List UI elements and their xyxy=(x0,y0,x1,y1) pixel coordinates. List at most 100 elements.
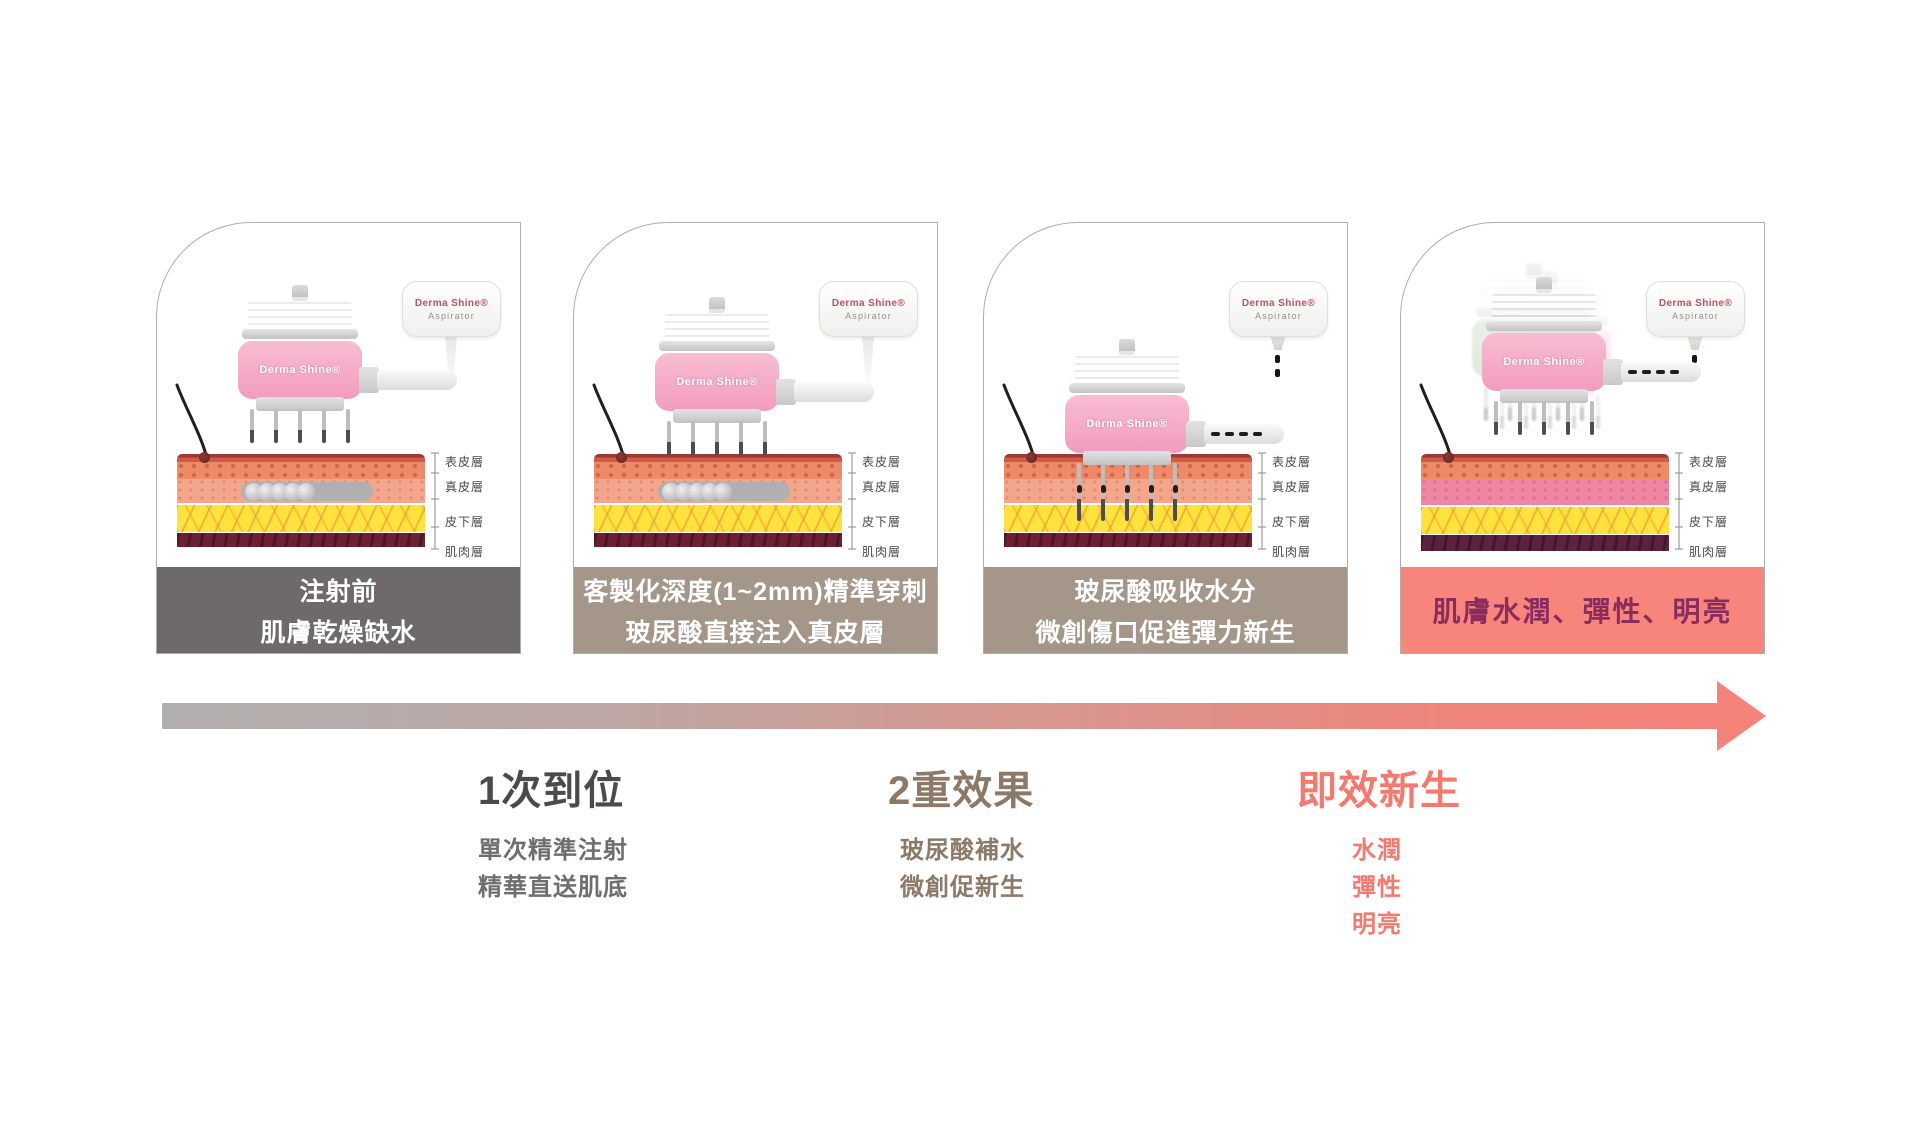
device-collar xyxy=(673,409,761,423)
label-subcutaneous: 皮下層 xyxy=(445,515,485,529)
needle xyxy=(1542,401,1546,435)
muscle-layer xyxy=(1421,535,1669,551)
benefit-block-one-step: 1次到位 單次精準注射 精華直送肌底 xyxy=(478,758,628,906)
device-tag: Derma Shine® Aspirator xyxy=(1646,281,1745,337)
muscle-layer xyxy=(1004,533,1252,547)
device-pink-band: Derma Shine® xyxy=(655,353,779,411)
injection-dot xyxy=(1101,485,1106,493)
label-epidermis: 表皮層 xyxy=(1689,455,1729,469)
panel-caption: 玻尿酸吸收水分 微創傷口促進彈力新生 xyxy=(984,567,1347,653)
suction-dash xyxy=(1253,432,1262,436)
label-epidermis: 表皮層 xyxy=(862,455,902,469)
needle xyxy=(274,409,278,443)
suction-tube xyxy=(794,382,874,402)
benefit-heading: 即效新生 xyxy=(1297,769,1461,813)
needle xyxy=(715,421,719,455)
hair-icon xyxy=(1002,383,1036,461)
needle xyxy=(691,421,695,455)
benefit-line: 玻尿酸補水 xyxy=(900,837,1025,864)
device-tag: Derma Shine® Aspirator xyxy=(1229,281,1328,337)
benefit-line: 精華直送肌底 xyxy=(478,874,628,901)
benefit-heading: 1次到位 xyxy=(478,769,625,813)
needle xyxy=(1518,401,1522,435)
device-cap-lip xyxy=(659,341,775,351)
needle xyxy=(298,409,302,443)
device-collar xyxy=(256,397,344,411)
label-dermis: 真皮層 xyxy=(1272,480,1312,494)
brand-logo-text: Derma Shine® xyxy=(676,376,758,388)
needle xyxy=(1566,401,1570,435)
caption-line: 注射前 xyxy=(299,577,378,606)
device-model-text: Aspirator xyxy=(1672,310,1719,321)
progress-arrow-head-icon xyxy=(1717,681,1766,751)
panel-card-absorption: Derma Shine® Aspirator Derma Shine® xyxy=(983,222,1348,654)
tube-connector xyxy=(1603,359,1623,385)
injection-dot xyxy=(1173,485,1178,493)
device-cap-lip xyxy=(1069,383,1185,393)
muscle-layer xyxy=(177,533,425,547)
label-muscle: 肌肉層 xyxy=(445,545,485,559)
epidermis-layer xyxy=(594,462,842,479)
device-model-text: Aspirator xyxy=(428,310,475,321)
dry-bubbles xyxy=(241,482,373,501)
pore xyxy=(616,452,627,463)
benefit-block-instant-renewal: 即效新生 水潤 彈性 明亮 xyxy=(1297,758,1461,943)
needle xyxy=(250,409,254,443)
device-cap xyxy=(1075,351,1179,387)
needle xyxy=(322,409,326,443)
skin-surface xyxy=(594,454,842,462)
device-model-text: Aspirator xyxy=(1255,310,1302,321)
panel-caption: 注射前 肌膚乾燥缺水 xyxy=(157,567,520,653)
label-subcutaneous: 皮下層 xyxy=(1689,515,1729,529)
epidermis-layer xyxy=(1421,462,1669,479)
pore xyxy=(1026,452,1037,463)
brand-logo-text: Derma Shine® xyxy=(1658,297,1733,309)
device-pink-band: Derma Shine® xyxy=(1482,333,1606,391)
device-cap xyxy=(665,309,769,345)
device-cap xyxy=(1492,289,1596,325)
device-collar xyxy=(1083,451,1171,465)
skin-cross-section xyxy=(1421,454,1669,551)
label-subcutaneous: 皮下層 xyxy=(862,515,902,529)
benefit-heading: 2重效果 xyxy=(888,769,1035,813)
benefit-line: 水潤 xyxy=(1352,837,1402,864)
subcutaneous-layer xyxy=(177,505,425,532)
tag-nozzle xyxy=(1687,335,1703,350)
device-pink-band: Derma Shine® xyxy=(1065,395,1189,453)
epidermis-layer xyxy=(177,462,425,479)
suction-dash xyxy=(1211,432,1220,436)
layer-ticks xyxy=(1675,452,1683,550)
needle xyxy=(1494,401,1498,435)
label-muscle: 肌肉層 xyxy=(1272,545,1312,559)
dry-bubbles xyxy=(658,482,790,501)
skin-surface xyxy=(1421,454,1669,462)
device-cap-lip xyxy=(1486,321,1602,331)
layer-ticks xyxy=(431,452,439,550)
label-muscle: 肌肉層 xyxy=(862,545,902,559)
dermis-layer xyxy=(594,479,842,503)
benefit-block-dual-effect: 2重效果 玻尿酸補水 微創促新生 xyxy=(888,758,1034,906)
benefit-line: 明亮 xyxy=(1352,911,1402,938)
label-dermis: 真皮層 xyxy=(445,480,485,494)
needle xyxy=(763,421,767,455)
panel-card-result: Derma Shine® Aspirator Derma Shine® xyxy=(1400,222,1765,654)
needle xyxy=(1590,401,1594,435)
dermis-layer-hydrated xyxy=(1421,479,1669,505)
label-subcutaneous: 皮下層 xyxy=(1272,515,1312,529)
suction-dash xyxy=(1642,370,1651,374)
needle xyxy=(667,421,671,455)
panel-card-before: Derma Shine® Aspirator Derma Shine® xyxy=(156,222,521,654)
suction-dash xyxy=(1670,370,1679,374)
drip-dot xyxy=(1275,369,1280,377)
caption-line: 玻尿酸直接注入真皮層 xyxy=(625,618,886,647)
injection-dot xyxy=(1149,485,1154,493)
device-cap-lip xyxy=(242,329,358,339)
skin-cross-section xyxy=(177,454,425,547)
hair-icon xyxy=(592,383,626,461)
layer-ticks xyxy=(848,452,856,550)
brand-logo-text: Derma Shine® xyxy=(414,297,489,309)
suction-dash xyxy=(1239,432,1248,436)
device-tag: Derma Shine® Aspirator xyxy=(819,281,918,337)
suction-tube xyxy=(377,370,457,390)
caption-line: 客製化深度(1~2mm)精準穿刺 xyxy=(583,577,928,606)
